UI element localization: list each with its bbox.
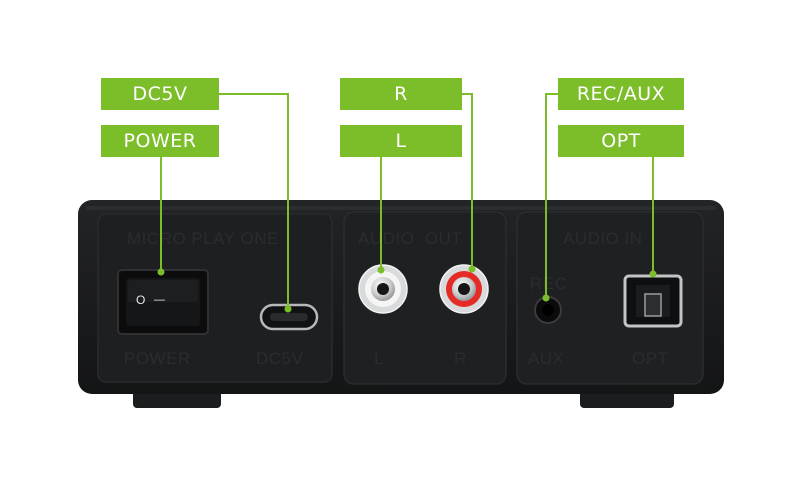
rca-right-jack[interactable] xyxy=(439,264,489,314)
engraving-power: POWER xyxy=(124,349,191,368)
switch-off-symbol: O xyxy=(136,293,145,307)
engraving-audio-in: AUDIO IN xyxy=(563,229,643,248)
callout-dc5v: DC5V xyxy=(101,78,219,110)
engraving-right: R xyxy=(454,349,467,368)
callout-power: POWER xyxy=(101,125,219,157)
optical-port[interactable] xyxy=(623,274,683,328)
panel-section-audio-out xyxy=(343,211,507,385)
engraving-device-name: MICRO PLAY ONE xyxy=(127,229,279,248)
engraving-opt: OPT xyxy=(632,349,668,368)
engraving-aux: AUX xyxy=(528,349,564,368)
engraving-dc5v: DC5V xyxy=(256,349,304,368)
rca-left-jack[interactable] xyxy=(358,264,408,314)
rec-aux-jack[interactable] xyxy=(534,296,562,324)
power-switch[interactable]: O — xyxy=(117,269,209,335)
engraving-audio-out: AUDIO OUT xyxy=(358,229,462,248)
panel-section-audio-in xyxy=(516,211,704,385)
callout-rec-aux: REC/AUX xyxy=(558,78,684,110)
switch-on-symbol: — xyxy=(154,294,165,306)
callout-lines xyxy=(160,93,654,309)
callout-opt: OPT xyxy=(558,125,684,157)
callout-endpoints xyxy=(157,265,657,313)
callout-l: L xyxy=(340,125,462,157)
panel-section-power xyxy=(97,213,333,383)
engraving-rec: REC xyxy=(530,274,567,293)
engraving-left: L xyxy=(374,349,384,368)
callout-r: R xyxy=(340,78,462,110)
